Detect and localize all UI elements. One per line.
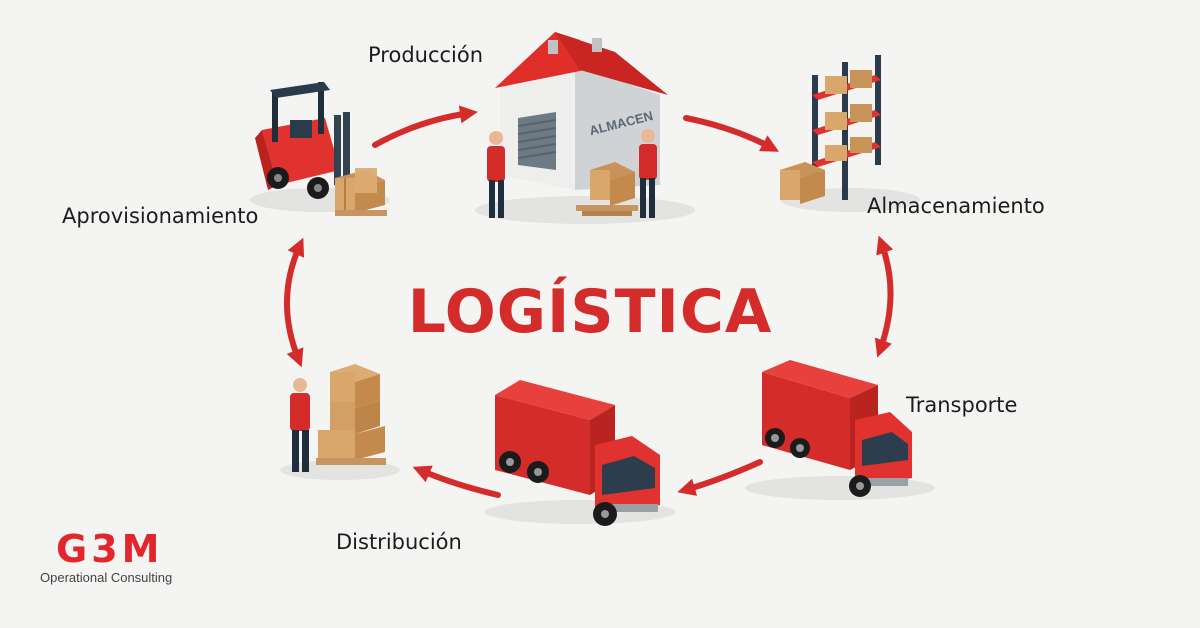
brand-logo: G3M Operational Consulting (40, 527, 172, 585)
pallet-boxes (576, 162, 638, 216)
floor-box (780, 162, 825, 204)
label-almacenamiento: Almacenamiento (867, 194, 1045, 218)
arrow-aprovisionamiento-to-produccion (372, 105, 478, 148)
arrow-truck-to-distribucion (412, 465, 501, 498)
arrow-almacenamiento-transporte (874, 235, 894, 358)
brand-logo-text: G3M (56, 527, 163, 571)
arrow-transporte-to-distribucion-truck (677, 459, 763, 496)
worker-icon (639, 129, 657, 218)
label-transporte: Transporte (905, 393, 1017, 417)
truck-icon (745, 360, 935, 500)
page-title: LOGÍSTICA (408, 275, 773, 347)
warehouse-icon: ALMACEN (475, 32, 695, 224)
arrow-produccion-to-almacenamiento (683, 115, 780, 152)
shelving-icon (780, 55, 920, 212)
worker-icon (290, 378, 310, 472)
label-aprovisionamiento: Aprovisionamiento (62, 204, 258, 228)
brand-tagline: Operational Consulting (40, 570, 172, 585)
boxes-stack-icon (280, 364, 400, 480)
truck-icon (485, 380, 675, 526)
forklift-icon (250, 82, 390, 216)
arrow-distribucion-aprovisionamiento (284, 237, 305, 368)
cycle-arrows (284, 105, 894, 498)
label-distribucion: Distribución (336, 530, 462, 554)
label-produccion: Producción (368, 43, 483, 67)
forklift-boxes (335, 168, 387, 216)
worker-icon (487, 131, 505, 218)
